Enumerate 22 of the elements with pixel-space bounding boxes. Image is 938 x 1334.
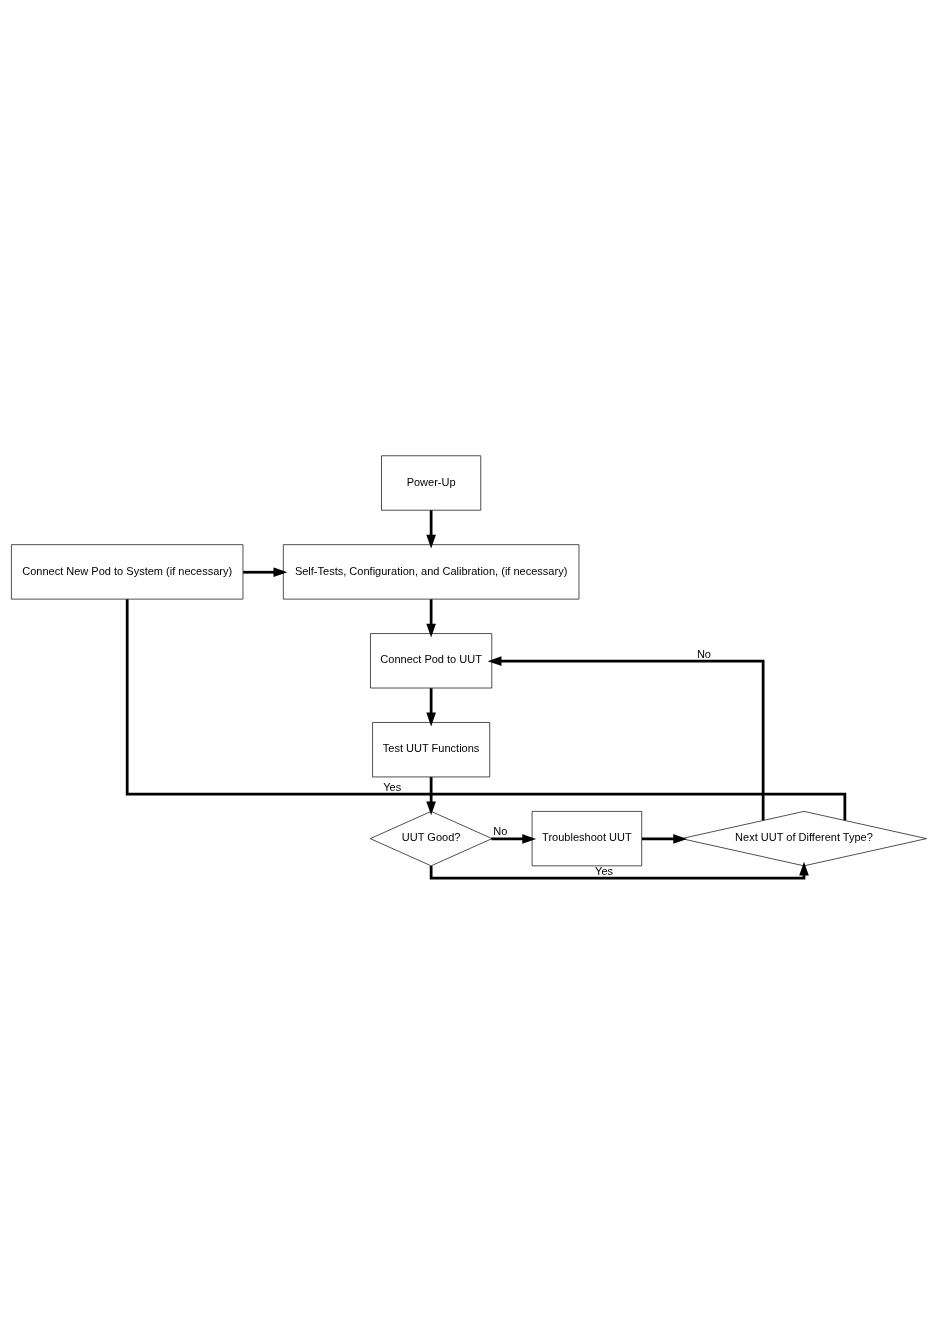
- arrow: [491, 834, 537, 844]
- node-box: Test UUT Functions: [372, 722, 491, 778]
- edge-label: Yes: [595, 864, 614, 877]
- node-box: Connect New Pod to System (if necessary): [11, 544, 244, 600]
- edge-label: No: [493, 825, 508, 838]
- node-box: Connect Pod to UUT: [370, 633, 493, 689]
- node-box: Troubleshoot UUT: [531, 811, 643, 867]
- edge-label: Yes: [383, 780, 402, 793]
- connector: [125, 599, 847, 821]
- arrow: [641, 834, 688, 844]
- node-diamond: Next UUT of Different Type?: [681, 811, 927, 867]
- edge-label: No: [696, 647, 712, 660]
- node-box: Self-Tests, Configuration, and Calibration, (if necessary): [282, 544, 580, 600]
- arrow: [426, 777, 436, 816]
- arrow: [429, 861, 809, 880]
- arrow: [243, 567, 288, 578]
- arrow: [426, 599, 436, 638]
- node-diamond: UUT Good?: [369, 811, 493, 867]
- arrow: [487, 656, 765, 821]
- arrow: [426, 688, 436, 727]
- node-box: Power-Up: [381, 455, 482, 511]
- arrow: [426, 510, 436, 549]
